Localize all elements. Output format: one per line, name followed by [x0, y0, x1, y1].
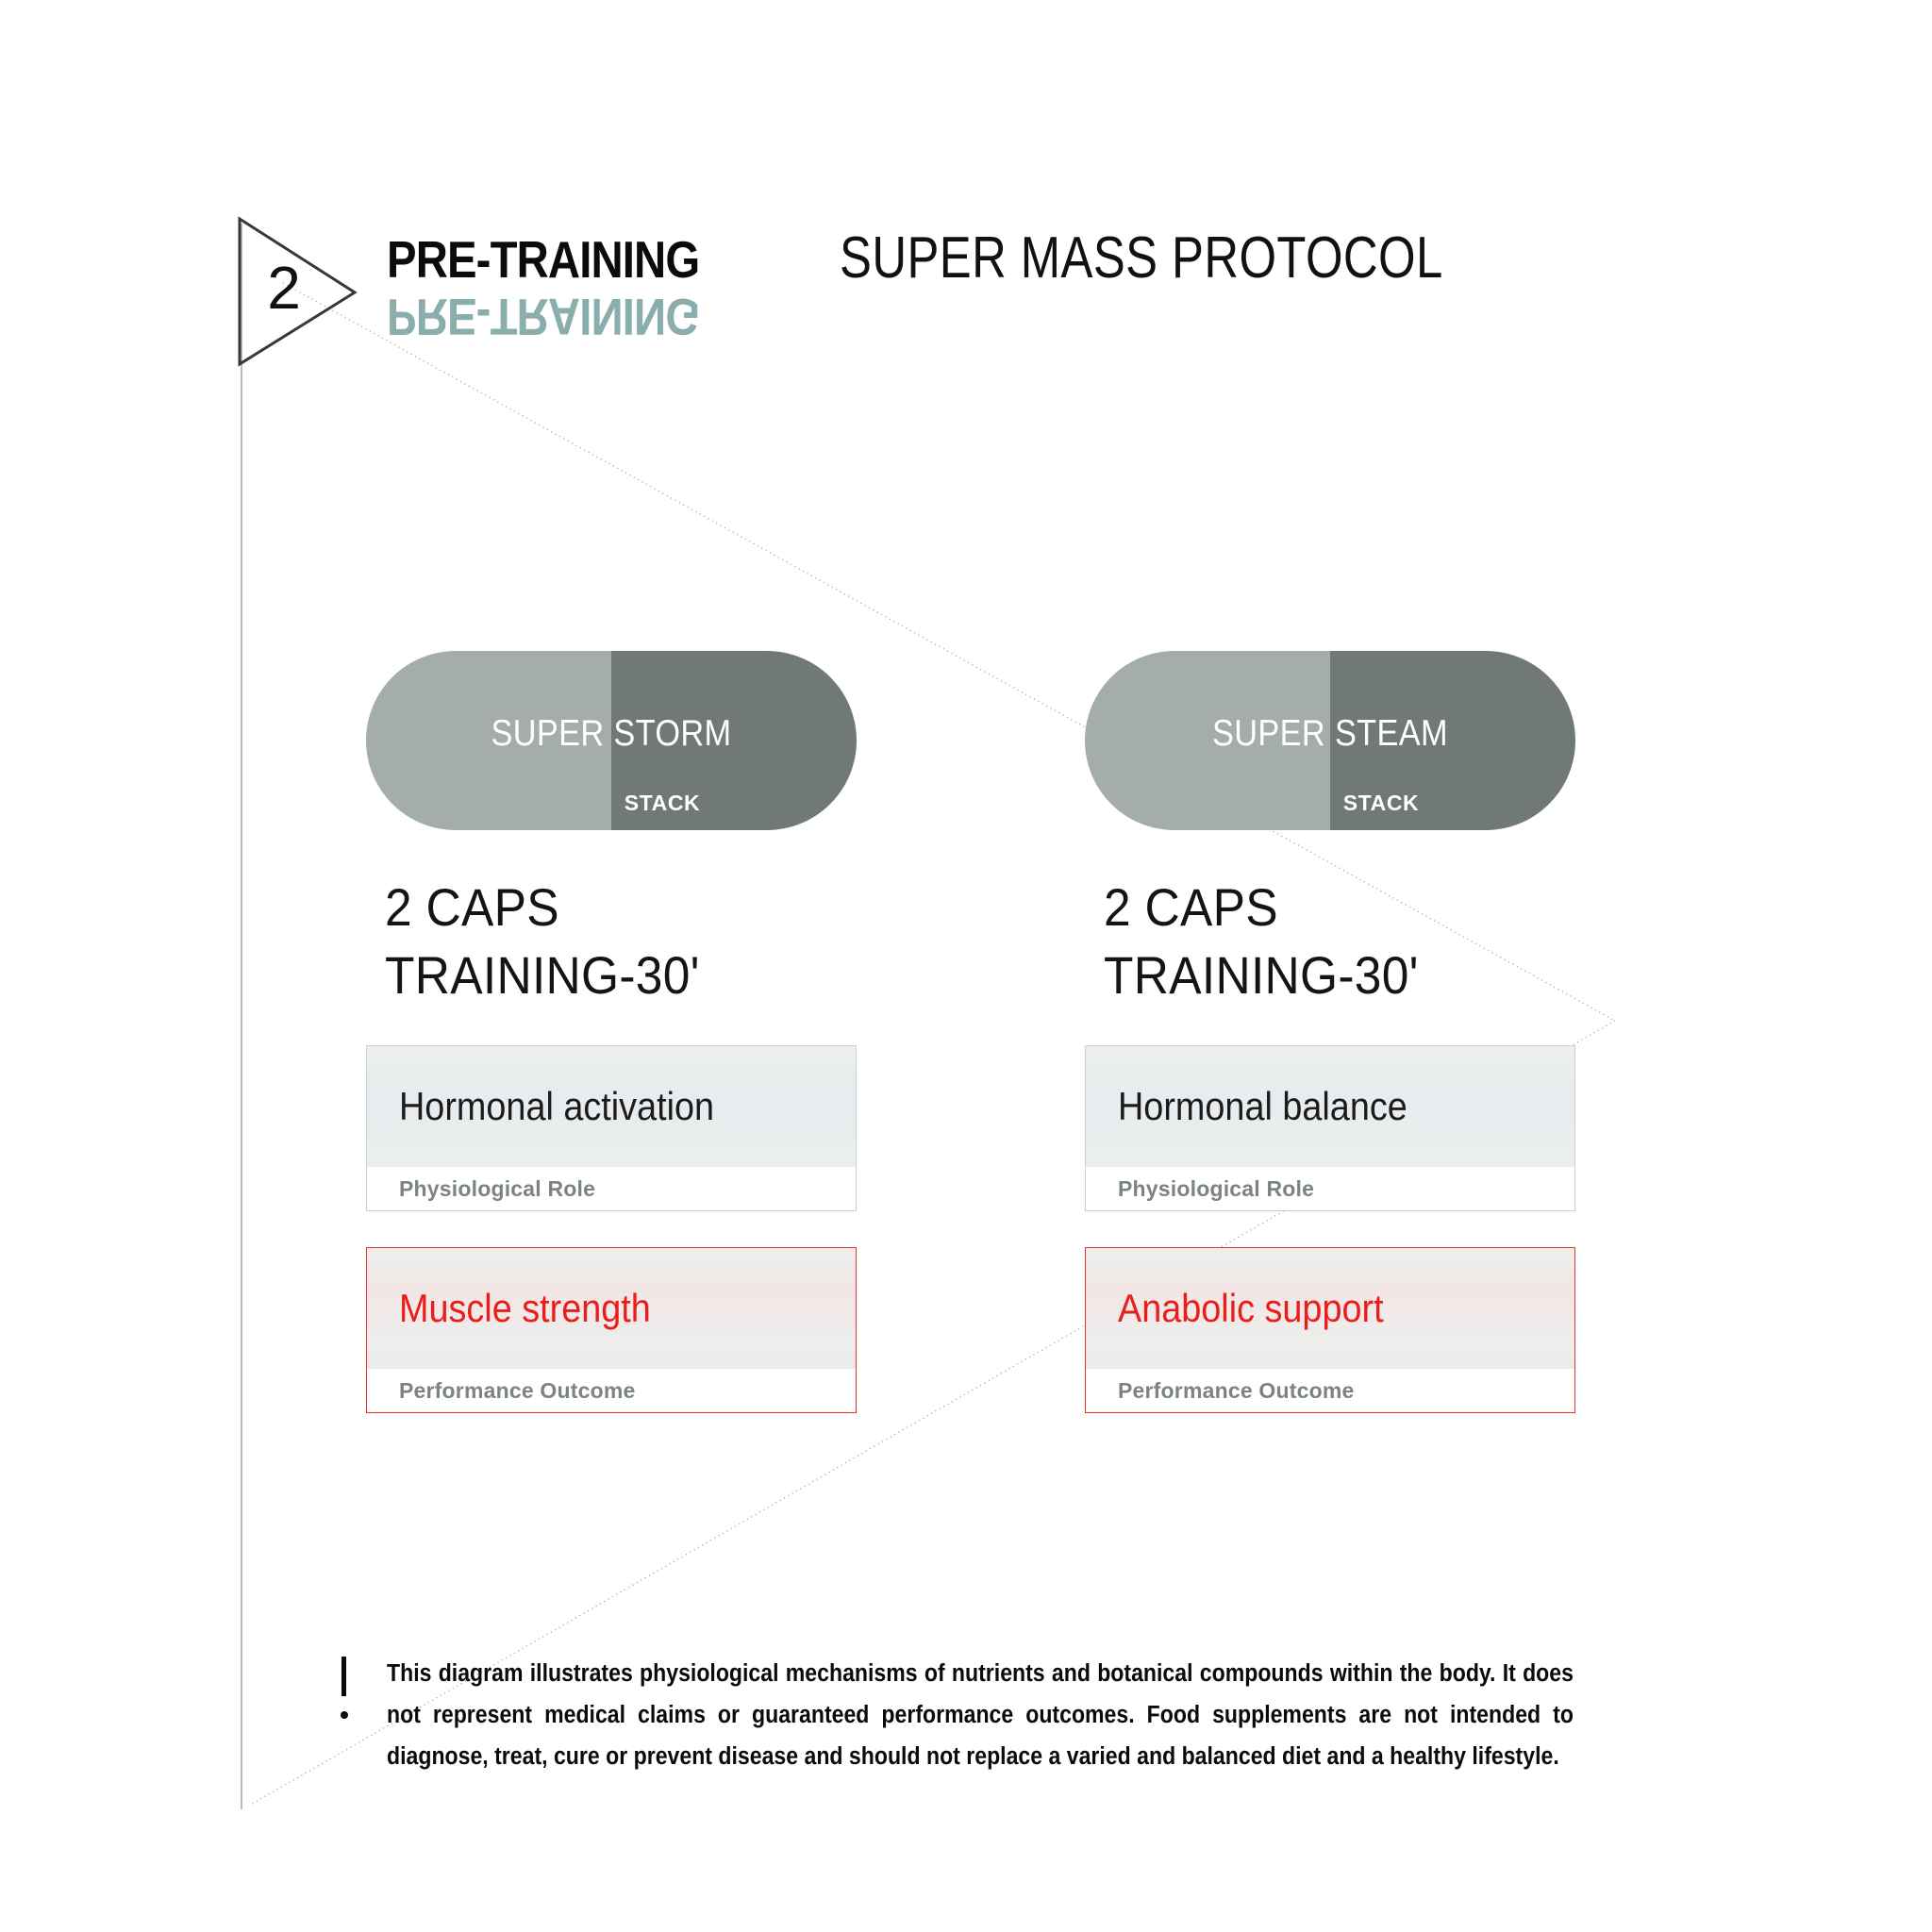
- phase-title-reflection: PRE-TRAINING: [387, 288, 700, 346]
- card-footer-label: Performance Outcome: [1118, 1377, 1355, 1403]
- card-footer-label: Physiological Role: [399, 1175, 596, 1201]
- pill-half-light: [1085, 651, 1330, 830]
- pill-half-light: [366, 651, 611, 830]
- card-body: Hormonal balance: [1086, 1046, 1574, 1167]
- dosage-amount: 2 CAPS: [1104, 877, 1278, 937]
- card-physiological-role[interactable]: Hormonal activation Physiological Role: [366, 1045, 857, 1211]
- protocol-title: SUPER MASS PROTOCOL: [840, 225, 1443, 291]
- info-icon: [332, 1657, 357, 1738]
- card-title: Anabolic support: [1118, 1286, 1384, 1330]
- step-number: 2: [267, 254, 301, 322]
- pill-product-name: SUPER STORM: [491, 713, 732, 754]
- disclaimer-text: This diagram illustrates physiological m…: [387, 1660, 1574, 1770]
- info-icon-dot: [341, 1711, 348, 1719]
- stack-column-super-storm: SUPER STORM STACK 2 CAPS TRAINING-30' Ho…: [366, 651, 857, 1413]
- card-footer: Performance Outcome: [367, 1369, 856, 1412]
- pill-half-dark: [611, 651, 857, 830]
- card-title: Hormonal activation: [399, 1084, 715, 1128]
- dosage-timing: TRAINING-30': [1104, 945, 1419, 1005]
- disclaimer: This diagram illustrates physiological m…: [332, 1653, 1577, 1777]
- phase-title-group: PRE-TRAINING PRE-TRAINING: [387, 232, 750, 355]
- card-footer: Performance Outcome: [1086, 1369, 1574, 1412]
- card-body: Anabolic support: [1086, 1248, 1574, 1369]
- card-title: Muscle strength: [399, 1286, 651, 1330]
- card-performance-outcome[interactable]: Muscle strength Performance Outcome: [366, 1247, 857, 1413]
- info-icon-bar: [341, 1657, 346, 1696]
- card-body: Hormonal activation: [367, 1046, 856, 1167]
- triangle-icon: [238, 216, 358, 367]
- card-physiological-role[interactable]: Hormonal balance Physiological Role: [1085, 1045, 1575, 1211]
- card-footer: Physiological Role: [367, 1167, 856, 1210]
- dosage-timing: TRAINING-30': [385, 945, 700, 1005]
- stack-pill-super-steam[interactable]: SUPER STEAM STACK: [1085, 651, 1575, 830]
- card-performance-outcome[interactable]: Anabolic support Performance Outcome: [1085, 1247, 1575, 1413]
- pill-half-dark: [1330, 651, 1575, 830]
- stack-column-super-steam: SUPER STEAM STACK 2 CAPS TRAINING-30' Ho…: [1085, 651, 1575, 1413]
- card-body: Muscle strength: [367, 1248, 856, 1369]
- pill-stack-label: STACK: [624, 791, 701, 815]
- header: 2 PRE-TRAINING PRE-TRAINING SUPER MASS P…: [236, 215, 1745, 368]
- card-title: Hormonal balance: [1118, 1084, 1407, 1128]
- step-badge: 2: [236, 215, 360, 368]
- card-footer-label: Physiological Role: [1118, 1175, 1315, 1201]
- dosage-amount: 2 CAPS: [385, 877, 559, 937]
- card-footer-label: Performance Outcome: [399, 1377, 636, 1403]
- card-footer: Physiological Role: [1086, 1167, 1574, 1210]
- pill-product-name: SUPER STEAM: [1212, 713, 1448, 754]
- dosage-block: 2 CAPS TRAINING-30': [366, 874, 857, 1009]
- dosage-block: 2 CAPS TRAINING-30': [1085, 874, 1575, 1009]
- stack-pill-super-storm[interactable]: SUPER STORM STACK: [366, 651, 857, 830]
- pill-stack-label: STACK: [1342, 791, 1420, 815]
- phase-title: PRE-TRAINING: [387, 230, 700, 289]
